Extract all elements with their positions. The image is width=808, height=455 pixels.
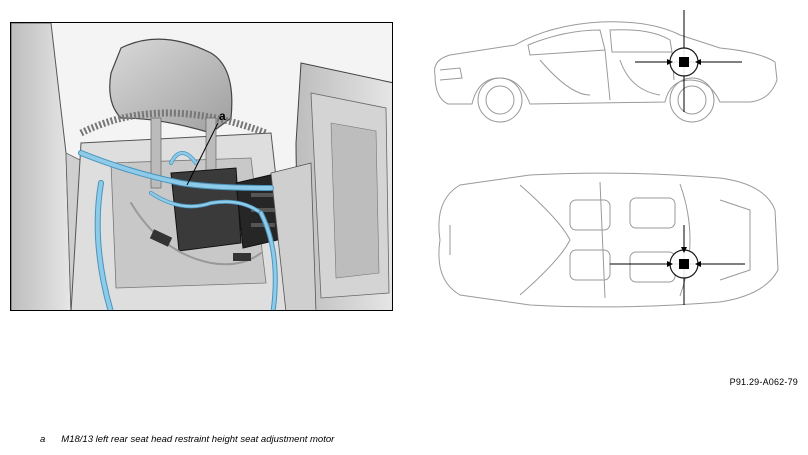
locator-crosshair-icon [610, 225, 745, 305]
vehicle-top-view [420, 170, 790, 310]
callout-letter-a: a [219, 109, 226, 123]
figure-id: P91.29-A062-79 [729, 377, 798, 387]
legend-item: a M18/13 left rear seat head restraint h… [40, 434, 334, 445]
locator-crosshair-icon [635, 10, 742, 112]
vehicle-side-view [420, 0, 790, 140]
legend-key: a [40, 434, 46, 445]
seat-detail-illustration: a [10, 22, 393, 311]
head-restraint [109, 38, 233, 134]
callout-line [186, 122, 219, 186]
seat-back-drawing [11, 23, 392, 310]
car-top-outline [438, 172, 779, 308]
wiring-harness [78, 150, 278, 310]
car-side-outline [434, 10, 778, 123]
legend-text: M18/13 left rear seat head restraint hei… [61, 434, 335, 445]
